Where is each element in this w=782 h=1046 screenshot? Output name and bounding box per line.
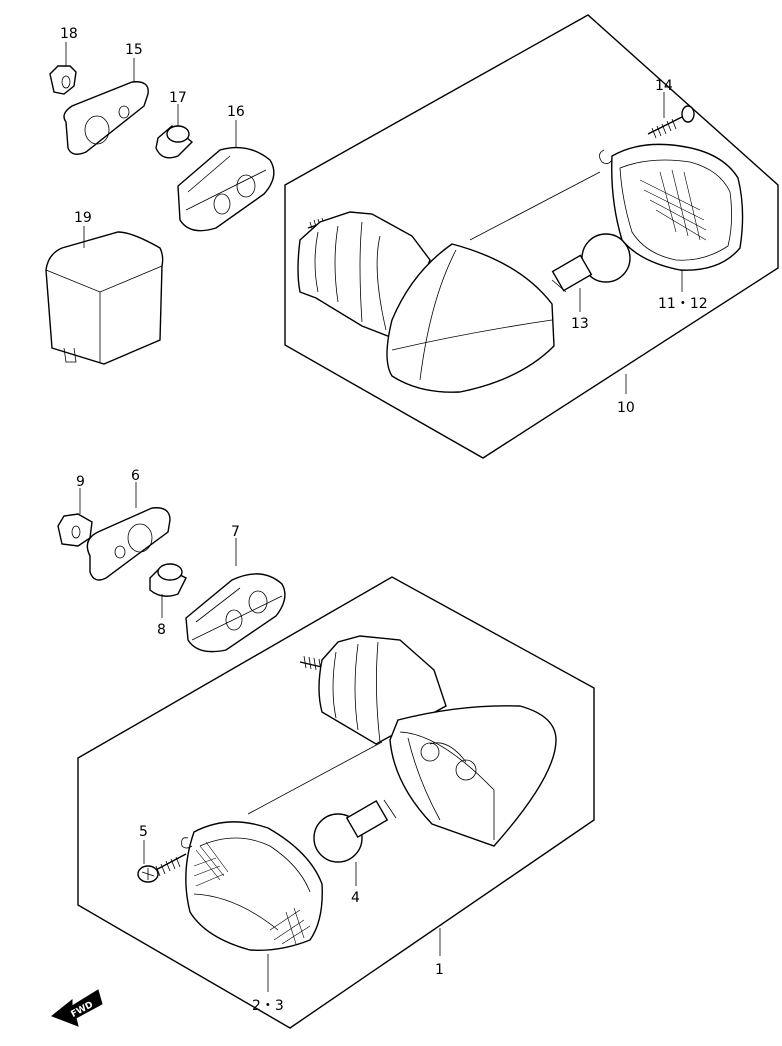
assembly-box-1 — [77, 576, 595, 1029]
plate-15 — [63, 81, 149, 155]
bulb-13 — [551, 233, 631, 293]
callout-19: 19 — [74, 210, 92, 226]
upper-assembly-10 — [284, 14, 779, 459]
assembly-box-10 — [284, 14, 779, 459]
nut-9 — [57, 513, 93, 547]
callout-11-12: 11・12 — [658, 296, 708, 312]
callout-15: 15 — [125, 42, 143, 58]
callout-6: 6 — [131, 468, 140, 484]
lower-lens-housing — [389, 705, 557, 847]
callout-5: 5 — [139, 824, 148, 840]
callout-7: 7 — [231, 524, 240, 540]
bulb-4 — [313, 799, 397, 863]
relay-19 — [45, 231, 164, 365]
fwd-arrow-icon: FWD — [51, 989, 103, 1027]
cushion-16 — [177, 146, 275, 232]
nut-18 — [49, 65, 77, 95]
lower-assembly-1 — [77, 576, 595, 1029]
screw-5 — [137, 853, 187, 883]
upper-lens-housing — [386, 243, 555, 393]
callout-13: 13 — [571, 316, 589, 332]
callout-2-3: 2・3 — [252, 998, 284, 1014]
cushion-7 — [185, 573, 286, 653]
screw-14 — [647, 105, 695, 139]
plate-6 — [86, 507, 171, 581]
callout-10: 10 — [617, 400, 635, 416]
callout-4: 4 — [351, 890, 360, 906]
callout-1: 1 — [435, 962, 444, 978]
callout-17: 17 — [169, 90, 187, 106]
callout-18: 18 — [60, 26, 78, 42]
callout-8: 8 — [157, 622, 166, 638]
callout-9: 9 — [76, 474, 85, 490]
callout-numbers: 18 15 17 16 19 14 11・12 13 10 9 6 7 8 5 … — [60, 26, 708, 1014]
lens-11-12 — [599, 143, 744, 271]
leader-lines — [65, 42, 683, 992]
callout-14: 14 — [655, 78, 673, 94]
callout-16: 16 — [227, 104, 245, 120]
lens-2-3 — [181, 821, 323, 951]
collar-17 — [155, 125, 194, 159]
collar-8 — [149, 563, 187, 597]
